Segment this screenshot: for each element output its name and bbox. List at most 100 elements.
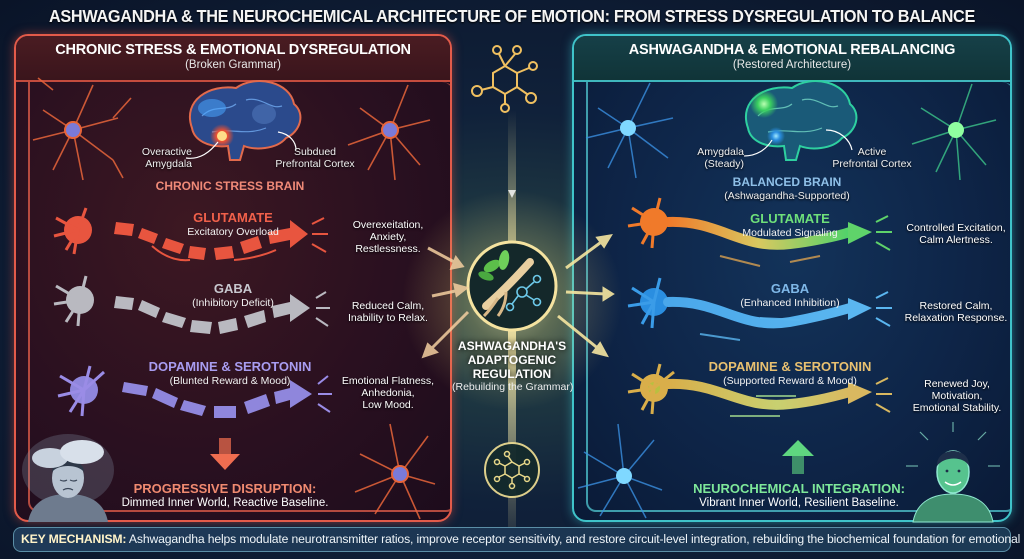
effect-line: Emotional Stability. <box>912 402 1002 415</box>
neuron-nucleus <box>381 121 399 139</box>
amygdala-pointer <box>185 141 219 159</box>
dopamine-balance-effect: Renewed Joy, Motivation, Emotional Stabi… <box>900 378 1014 414</box>
glutamate-stress-label: GLUTAMATE Excitatory Overload <box>168 210 298 238</box>
neuron-nucleus <box>620 120 636 136</box>
brain-icon <box>745 80 858 161</box>
balance-summary: NEUROCHEMICAL INTEGRATION: Vibrant Inner… <box>690 481 908 510</box>
stress-panel-title: CHRONIC STRESS & EMOTIONAL DYSREGULATION <box>55 42 411 58</box>
glutamate-sub: Modulated Signaling <box>742 226 838 239</box>
balance-panel-title: ASHWAGANDHA & EMOTIONAL REBALANCING <box>628 42 956 58</box>
pfc-label: Subdued Prefrontal Cortex <box>272 146 358 170</box>
center-to-balance-arrows <box>557 233 615 358</box>
up-arrow-icon <box>782 440 814 474</box>
neuron-icon <box>577 423 663 519</box>
balance-summary-sub: Vibrant Inner World, Resilient Baseline. <box>699 496 899 509</box>
neuron-icon <box>585 82 674 179</box>
effect-line: Renewed Joy, <box>924 378 990 390</box>
effect-line: Anhedonia, <box>361 387 415 400</box>
stress-summary-sub: Dimmed Inner World, Reactive Baseline. <box>121 496 329 509</box>
key-mechanism-bar: KEY MECHANISM: Ashwagandha helps modulat… <box>13 527 1024 552</box>
dopamine-balance-pathway <box>627 363 892 417</box>
neuron-nucleus <box>616 468 632 484</box>
glutamate-balance-pathway <box>627 197 892 267</box>
effect-line: Low Mood. <box>362 399 414 412</box>
effect-line: Reduced Calm, <box>351 300 425 312</box>
center-label: ASHWAGANDHA'S ADAPTOGENIC REGULATION (Re… <box>452 339 574 394</box>
dopamine-stress-pathway <box>57 365 332 418</box>
beam-arrow-icon <box>508 190 516 198</box>
stress-panel-subtitle: (Broken Grammar) <box>185 59 281 71</box>
balanced-brain-sub: (Ashwagandha-Supported) <box>724 189 850 202</box>
neuron-icon <box>354 423 436 520</box>
bottom-molecule-medallion <box>484 442 540 498</box>
effect-line: Emotional Flatness, <box>341 375 435 387</box>
glutamate-balance-effect: Controlled Excitation, Calm Alertness. <box>898 222 1014 246</box>
amygdala-label-line1: Overactive <box>141 146 192 158</box>
effect-line: Anxiety, <box>369 231 407 244</box>
pfc-label-line1: Subdued <box>293 146 337 158</box>
stress-to-center-arrows <box>421 246 470 359</box>
balance-panel-header: ASHWAGANDHA & EMOTIONAL REBALANCING (Res… <box>574 36 1010 82</box>
pfc-pointer <box>277 131 297 151</box>
stress-brain-title: CHRONIC STRESS BRAIN <box>155 179 305 193</box>
glutamate-name: GLUTAMATE <box>750 211 830 226</box>
effect-line: Restored Calm, <box>919 300 993 312</box>
effect-line: Overexeitation, <box>352 219 424 231</box>
center-title-line2: ADAPTOGENIC <box>467 352 557 367</box>
down-arrow-icon <box>210 438 240 470</box>
gaba-sub: (Inhibitory Deficit) <box>192 296 274 309</box>
effect-line: Motivation, <box>931 390 983 403</box>
center-subtitle: (Rebuilding the Grammar) <box>452 381 574 394</box>
happy-person-icon <box>906 422 1000 523</box>
gaba-stress-label: GABA (Inhibitory Deficit) <box>168 281 298 309</box>
active-pfc-label: Active Prefrontal Cortex <box>826 146 918 170</box>
stress-inner-frame <box>28 82 450 512</box>
key-mechanism-label: KEY MECHANISM: <box>21 532 127 546</box>
gaba-balance-effect: Restored Calm, Relaxation Response. <box>898 300 1014 324</box>
dopamine-stress-label: DOPAMINE & SEROTONIN (Blunted Reward & M… <box>140 359 320 387</box>
molecule-icon <box>493 450 531 490</box>
amygdala-label: Overactive Amygdala <box>132 146 192 170</box>
glutamate-stress-effect: Overexeitation, Anxiety, Restlessness. <box>338 219 438 255</box>
main-title: ASHWAGANDHA & THE NEUROCHEMICAL ARCHITEC… <box>48 6 976 26</box>
balance-summary-title: NEUROCHEMICAL INTEGRATION: <box>693 481 905 496</box>
stress-summary: PROGRESSIVE DISRUPTION: Dimmed Inner Wor… <box>110 481 340 510</box>
brain-icon <box>189 80 302 161</box>
pfc-label-line1: Active <box>857 146 887 158</box>
gaba-name: GABA <box>770 281 810 296</box>
gaba-stress-effect: Reduced Calm, Inability to Relax. <box>334 300 442 324</box>
dopamine-balance-label: DOPAMINE & SEROTONIN (Supported Reward &… <box>700 359 880 387</box>
neuron-icon <box>347 84 431 181</box>
effect-line: Calm Alertness. <box>919 234 993 247</box>
effect-line: Controlled Excitation, <box>906 222 1006 234</box>
center-title-line3: REGULATION <box>472 366 552 381</box>
neuron-icon <box>32 77 132 181</box>
effect-line: Inability to Relax. <box>348 312 428 325</box>
balanced-brain-label: BALANCED BRAIN (Ashwagandha-Supported) <box>712 175 862 202</box>
glutamate-balance-label: GLUTAMATE Modulated Signaling <box>720 211 860 239</box>
neuron-icon <box>911 83 997 181</box>
amygdala-label-line2: (Steady) <box>704 158 744 171</box>
amygdala-label-line1: Amygdala <box>697 146 744 158</box>
dopamine-stress-effect: Emotional Flatness, Anhedonia, Low Mood. <box>334 375 442 411</box>
dopamine-name: DOPAMINE & SEROTONIN <box>708 359 872 374</box>
glutamate-sub: Excitatory Overload <box>187 225 279 238</box>
amygdala-label-line2: Amygdala <box>145 158 192 171</box>
molecule-icon <box>471 45 538 113</box>
dopamine-sub: (Supported Reward & Mood) <box>723 374 857 387</box>
gaba-name: GABA <box>213 281 253 296</box>
neuron-nucleus <box>64 121 82 139</box>
pfc-pointer <box>825 129 853 151</box>
dopamine-sub: (Blunted Reward & Mood) <box>169 374 291 387</box>
molecule-icon <box>505 274 542 312</box>
stressed-person-icon <box>22 434 114 522</box>
pfc-label-line2: Prefrontal Cortex <box>832 158 912 171</box>
balance-panel-subtitle: (Restored Architecture) <box>732 59 852 71</box>
neuron-nucleus <box>391 465 409 483</box>
effect-line: Restlessness. <box>355 243 421 256</box>
effect-line: Relaxation Response. <box>904 312 1008 325</box>
amygdala-steady-label: Amygdala (Steady) <box>684 146 744 170</box>
ashwagandha-root-icon <box>478 250 534 318</box>
dopamine-name: DOPAMINE & SEROTONIN <box>148 359 312 374</box>
